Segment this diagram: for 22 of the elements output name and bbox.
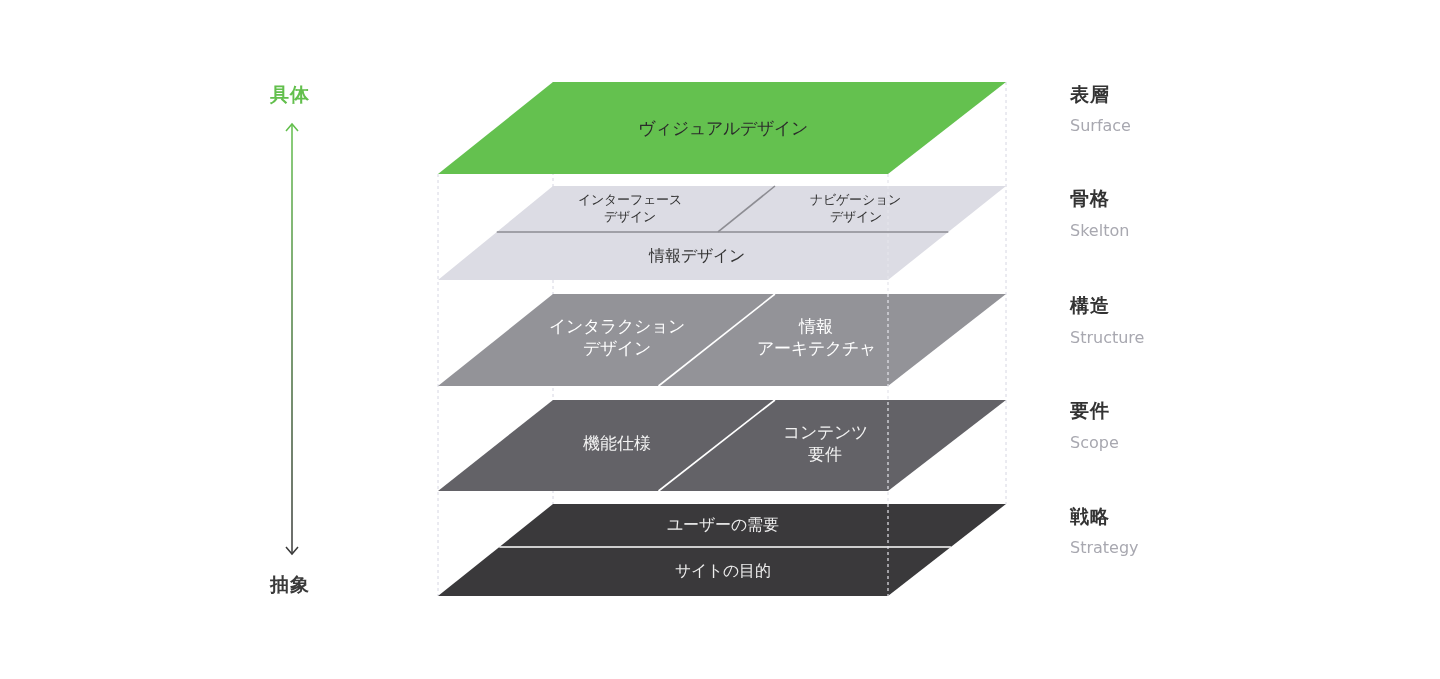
section-label: コンテンツ要件	[782, 420, 868, 466]
layer-title: 表層	[1070, 82, 1110, 107]
scale-label: 具体	[270, 82, 310, 107]
section-label: サイトの目的	[675, 560, 771, 582]
layer-title: 戦略	[1070, 504, 1110, 529]
section-label: ナビゲーションデザイン	[810, 192, 902, 226]
layer-subtitle: Strategy	[1070, 537, 1139, 557]
section-label: 情報アーキテクチャ	[756, 314, 876, 360]
layer-title: 構造	[1070, 293, 1110, 318]
layer-subtitle: Surface	[1070, 115, 1131, 135]
layer-title: 要件	[1070, 398, 1110, 423]
layer-subtitle: Scope	[1070, 432, 1119, 452]
section-label: 情報デザイン	[649, 245, 745, 267]
section-label: インターフェースデザイン	[578, 192, 682, 226]
section-label: インタラクションデザイン	[549, 314, 685, 360]
layer-subtitle: Structure	[1070, 327, 1145, 347]
layer-title: 骨格	[1070, 186, 1110, 211]
layer-subtitle: Skelton	[1070, 220, 1130, 240]
section-label: ユーザーの需要	[667, 514, 779, 536]
section-label: 機能仕様	[583, 431, 651, 455]
scale-label: 抽象	[270, 572, 310, 597]
plane-label: ヴィジュアルデザイン	[638, 116, 808, 140]
